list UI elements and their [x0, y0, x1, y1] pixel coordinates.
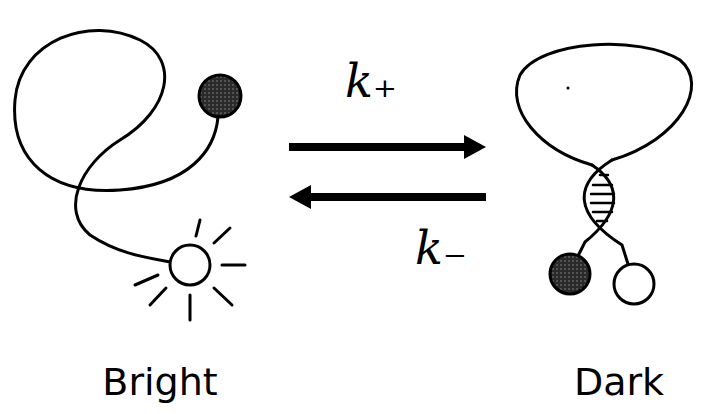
dot: [567, 87, 570, 90]
rate-constant: k₋: [415, 225, 467, 271]
quencher: [199, 75, 241, 117]
state-label: Dark: [500, 360, 698, 404]
stem-strand: [578, 165, 614, 256]
quencher: [550, 254, 590, 294]
rate-arrow: [289, 185, 486, 209]
arrowhead: [289, 185, 311, 209]
fluorophore: [170, 245, 210, 285]
arrow-shaft: [309, 193, 486, 201]
rate-constant: k₊: [345, 58, 397, 104]
arrowhead: [464, 135, 486, 159]
state-label: Bright: [35, 360, 275, 404]
open-strand: [15, 30, 218, 262]
rate-arrow: [289, 135, 486, 159]
state-node: Dark: [500, 10, 698, 408]
light-rays: [135, 220, 245, 320]
stem-strand: [584, 160, 628, 264]
state-node: Bright: [35, 10, 275, 408]
base-pairs: [591, 175, 614, 221]
fluorophore: [614, 264, 654, 304]
arrow-shaft: [289, 143, 466, 151]
hairpin-loop: [517, 44, 692, 165]
